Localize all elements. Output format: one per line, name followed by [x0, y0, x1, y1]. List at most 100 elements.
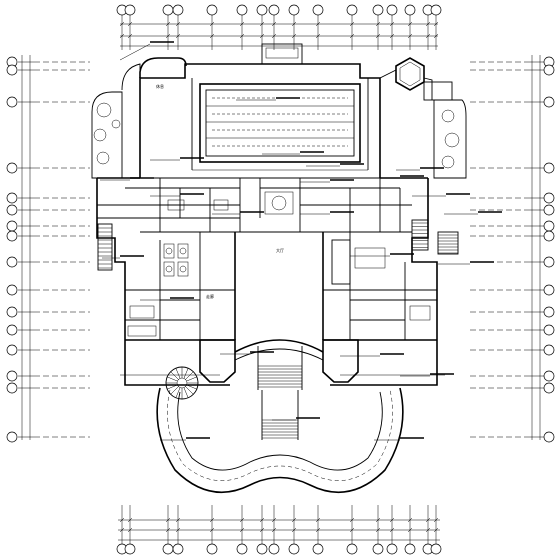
axis-bubble [543, 344, 555, 356]
axis-bubble [543, 64, 555, 76]
spiral-tread [175, 368, 181, 379]
dimension-tick-mark [389, 517, 395, 523]
spiral-tread [185, 371, 194, 380]
axis-bubble [6, 96, 18, 108]
axis-bubble [543, 370, 555, 382]
dimension-tick-mark [271, 33, 277, 39]
axis-bubble [386, 4, 398, 16]
axis-bubble [124, 4, 136, 16]
left-axis-bubbles [6, 56, 18, 443]
axis-bubble [268, 543, 280, 555]
swimming-pool [191, 78, 369, 171]
dimension-tick-mark [119, 33, 125, 39]
axis-bubble [543, 256, 555, 268]
axis-bubble [6, 370, 18, 382]
dimension-tick-mark [165, 517, 171, 523]
dimension-tick-mark [259, 517, 265, 523]
axis-bubble [346, 4, 358, 16]
dimension-tick-mark [175, 33, 181, 39]
axis-bubble [206, 543, 218, 555]
axis-bubble [6, 284, 18, 296]
axis-bubble [6, 162, 18, 174]
axis-bubble [6, 64, 18, 76]
dimension-tick-mark [165, 21, 171, 27]
axis-bubble [288, 543, 300, 555]
dimension-tick-mark [209, 33, 215, 39]
spiral-tread [186, 384, 197, 390]
axis-bubble [236, 543, 248, 555]
dimension-tick-mark [239, 21, 245, 27]
axis-bubble [206, 4, 218, 16]
dimension-tick-mark [271, 517, 277, 523]
top-axis-bubbles [116, 4, 442, 20]
left-dimension-chain [18, 55, 34, 440]
dimension-tick-mark [271, 527, 277, 533]
dimension-tick-mark [259, 21, 265, 27]
dimension-tick-mark [433, 517, 439, 523]
dimension-tick-mark [389, 21, 395, 27]
dimension-tick-mark [375, 527, 381, 533]
dimension-tick-mark [119, 517, 125, 523]
front-driveway [156, 387, 404, 493]
axis-bubble [372, 543, 384, 555]
dimension-tick-mark [259, 527, 265, 533]
spiral-tread [183, 387, 189, 398]
axis-bubble [162, 4, 174, 16]
axis-bubble [124, 543, 136, 555]
room-label-hall: 大厅 [276, 247, 284, 253]
axis-bubble [543, 284, 555, 296]
dimension-tick-mark [425, 527, 431, 533]
axis-bubble [372, 4, 384, 16]
axis-bubble [6, 192, 18, 204]
dimension-tick-mark [349, 527, 355, 533]
axis-bubble [256, 4, 268, 16]
lower-right-room [331, 239, 431, 321]
axis-bubble [162, 543, 174, 555]
top-dimension-chain [119, 20, 439, 50]
bottom-axis-bubbles [116, 543, 442, 555]
axis-bubble [386, 543, 398, 555]
dimension-tick-mark [433, 527, 439, 533]
dimension-tick-mark [433, 33, 439, 39]
spiral-tread [185, 386, 194, 395]
left-garden [91, 91, 123, 179]
dimension-tick-mark [315, 517, 321, 523]
spiral-tread [167, 384, 178, 390]
right-axis-bubbles [543, 56, 555, 443]
annotation-leader [119, 43, 151, 61]
annotation-leaders [100, 41, 502, 441]
dimension-tick-mark [407, 527, 413, 533]
axis-bubble [256, 543, 268, 555]
dimension-tick-mark [389, 527, 395, 533]
dimension-tick-mark [425, 517, 431, 523]
dimension-tick-mark [209, 517, 215, 523]
spiral-tread [170, 386, 179, 395]
axis-bubble [543, 230, 555, 242]
spiral-tread [183, 368, 189, 379]
room-label-corridor-left: 走廊 [206, 293, 214, 299]
axis-bubble [6, 220, 18, 232]
dimension-tick-mark [407, 517, 413, 523]
dimension-tick-mark [239, 527, 245, 533]
axis-bubble [404, 543, 416, 555]
axis-bubble [346, 543, 358, 555]
axis-bubble [6, 230, 18, 242]
axis-bubble [404, 4, 416, 16]
building-outline [96, 43, 453, 386]
axis-bubble [312, 4, 324, 16]
lower-left-room [127, 305, 157, 337]
axis-bubble [6, 344, 18, 356]
dimension-tick-mark [315, 21, 321, 27]
dimension-tick-mark [291, 21, 297, 27]
dimension-tick-mark [259, 33, 265, 39]
interior-walls [97, 177, 445, 376]
axis-bubble [6, 382, 18, 394]
axis-bubble [543, 204, 555, 216]
axis-bubble [6, 204, 18, 216]
dimension-tick-mark [425, 33, 431, 39]
dimension-tick-mark [127, 517, 133, 523]
axis-bubble [543, 192, 555, 204]
dimension-tick-mark [239, 517, 245, 523]
spiral-tread [170, 371, 179, 380]
dimension-tick-mark [375, 33, 381, 39]
